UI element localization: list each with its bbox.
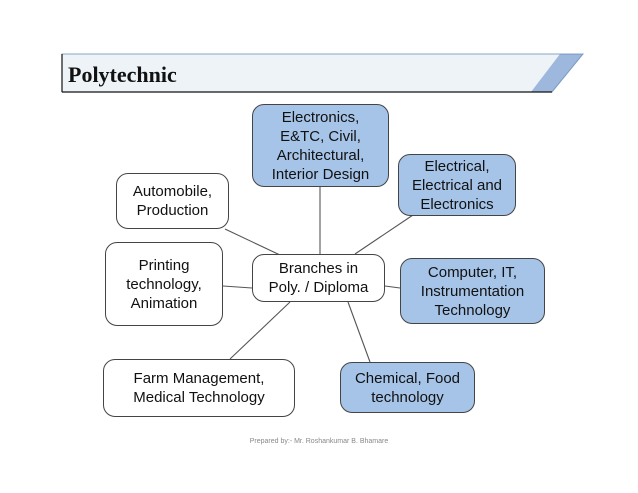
link-farm — [229, 301, 291, 360]
node-printing: Printing technology, Animation — [105, 242, 223, 326]
footer-credit: Prepared by:- Mr. Roshankumar B. Bhamare — [249, 438, 389, 445]
link-chemical — [347, 301, 371, 363]
page-title: Polytechnic — [68, 62, 177, 87]
node-farm: Farm Management, Medical Technology — [103, 359, 295, 417]
link-electrical — [354, 214, 414, 255]
banner-accent — [531, 54, 583, 92]
node-center: Branches in Poly. / Diploma — [252, 254, 385, 302]
node-computer: Computer, IT, Instrumentation Technology — [400, 258, 545, 324]
node-automobile: Automobile, Production — [116, 173, 229, 229]
link-automobile — [224, 228, 281, 256]
link-printing — [222, 285, 253, 289]
link-computer — [384, 285, 401, 289]
node-chemical: Chemical, Food technology — [340, 362, 475, 413]
node-electrical: Electrical, Electrical and Electronics — [398, 154, 516, 216]
node-electronics: Electronics, E&TC, Civil, Architectural,… — [252, 104, 389, 187]
